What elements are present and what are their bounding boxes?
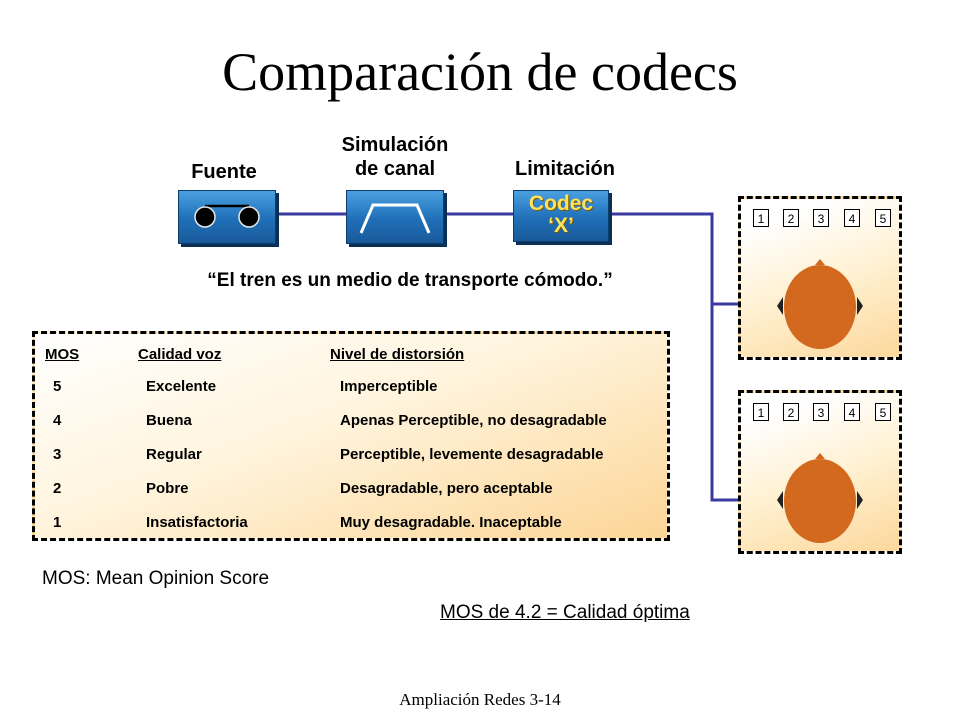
table-row-distortion: Imperceptible [340, 378, 438, 395]
channel-label-line2: de canal [354, 158, 436, 180]
header-mos: MOS [45, 346, 80, 363]
tape-reels-icon [194, 204, 260, 228]
table-row-quality: Insatisfactoria [146, 514, 248, 531]
table-row-score: 4 [53, 412, 62, 429]
table-row-score: 5 [53, 378, 62, 395]
table-row-distortion: Desagradable, pero aceptable [340, 480, 553, 497]
mos-table: MOS Calidad voz Nivel de distorsión 5 Ex… [32, 331, 670, 541]
codec-name: Codec [528, 192, 594, 215]
score-box: 2 [783, 209, 799, 227]
page-title: Comparación de codecs [222, 42, 738, 102]
table-row-score: 1 [53, 514, 62, 531]
score-box: 2 [783, 403, 799, 421]
score-box: 1 [753, 403, 769, 421]
table-row-distortion: Apenas Perceptible, no desagradable [340, 412, 607, 429]
header-distortion: Nivel de distorsión [330, 346, 465, 363]
mos-optimal-note: MOS de 4.2 = Calidad óptima [440, 602, 690, 623]
mos-definition: MOS: Mean Opinion Score [42, 568, 270, 589]
table-row-quality: Buena [146, 412, 192, 429]
channel-simulation-block [346, 190, 444, 244]
score-box: 4 [844, 209, 860, 227]
codec-id: ‘X’ [548, 214, 574, 237]
channel-label-line1: Simulación [341, 134, 449, 156]
score-box: 5 [875, 209, 891, 227]
score-box: 3 [813, 403, 829, 421]
table-row-distortion: Perceptible, levemente desagradable [340, 446, 604, 463]
score-box: 4 [844, 403, 860, 421]
source-label: Fuente [191, 161, 257, 183]
listener-panel: 1 2 3 4 5 [738, 390, 902, 554]
header-quality: Calidad voz [138, 346, 222, 363]
slide-footer: Ampliación Redes 3-14 [399, 690, 561, 709]
score-box: 5 [875, 403, 891, 421]
score-box: 1 [753, 209, 769, 227]
table-row-quality: Regular [146, 446, 202, 463]
source-block [178, 190, 276, 244]
listener-panel: 1 2 3 4 5 [738, 196, 902, 360]
listener-head-icon [777, 259, 863, 349]
test-sentence: “El tren es un medio de transporte cómod… [207, 270, 613, 291]
table-row-score: 3 [53, 446, 62, 463]
table-row-quality: Pobre [146, 480, 189, 497]
score-box: 3 [813, 209, 829, 227]
table-row-distortion: Muy desagradable. Inaceptable [340, 514, 562, 531]
limit-label: Limitación [514, 158, 615, 180]
table-row-quality: Excelente [146, 378, 217, 395]
table-row-score: 2 [53, 480, 62, 497]
listener-head-icon [777, 453, 863, 543]
trapezoid-filter-icon [359, 203, 431, 234]
codec-block: Codec ‘X’ [513, 190, 609, 242]
